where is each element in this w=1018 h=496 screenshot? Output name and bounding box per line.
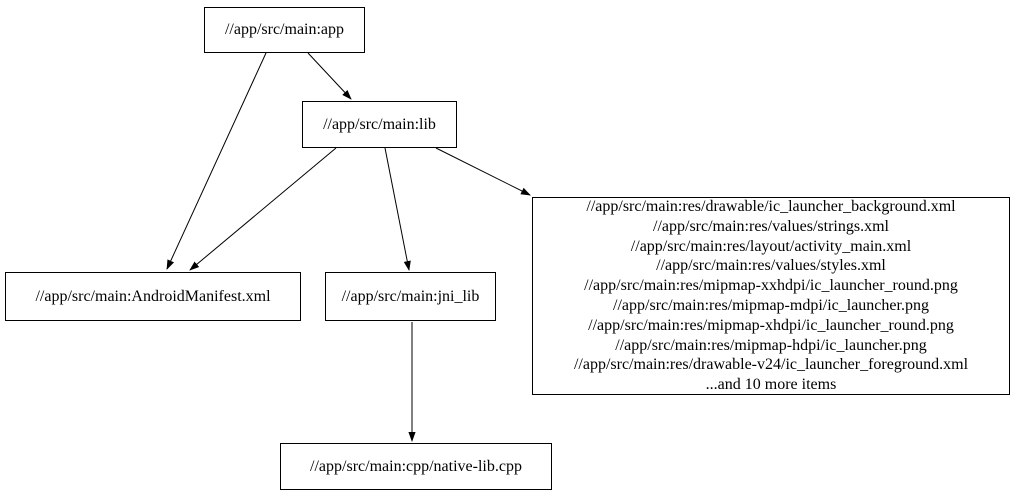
edge-app-to-lib xyxy=(307,52,352,100)
node-label: //app/src/main:cpp/native-lib.cpp xyxy=(310,457,522,475)
node-app-target: //app/src/main:app xyxy=(204,7,365,53)
edge-lib-to-jni-lib xyxy=(384,147,411,271)
resource-line: //app/src/main:res/drawable-v24/ic_launc… xyxy=(573,356,969,374)
resource-line: ...and 10 more items xyxy=(705,376,837,394)
node-label: //app/src/main:jni_lib xyxy=(341,287,480,305)
edge-app-to-manifest xyxy=(166,52,267,270)
node-jni-lib-target: //app/src/main:jni_lib xyxy=(325,272,496,321)
resource-line: //app/src/main:res/values/strings.xml xyxy=(653,217,889,235)
edge-lib-to-resources xyxy=(435,147,531,196)
resource-line: //app/src/main:res/mipmap-xhdpi/ic_launc… xyxy=(588,316,954,334)
resource-line: //app/src/main:res/mipmap-hdpi/ic_launch… xyxy=(615,336,927,354)
resource-line: //app/src/main:res/mipmap-mdpi/ic_launch… xyxy=(613,297,929,314)
edge-lib-to-manifest xyxy=(189,147,337,271)
node-label: //app/src/main:AndroidManifest.xml xyxy=(35,287,271,305)
node-lib-target: //app/src/main:lib xyxy=(302,101,457,148)
node-label: //app/src/main:lib xyxy=(323,115,436,133)
resource-line: //app/src/main:res/values/styles.xml xyxy=(656,257,886,275)
node-native-lib-cpp: //app/src/main:cpp/native-lib.cpp xyxy=(280,443,552,490)
node-resources-group: //app/src/main:res/drawable/ic_launcher_… xyxy=(532,197,1010,395)
resource-line: //app/src/main:res/mipmap-xxhdpi/ic_laun… xyxy=(584,277,958,295)
resource-line: //app/src/main:res/layout/activity_main.… xyxy=(630,237,912,255)
node-android-manifest: //app/src/main:AndroidManifest.xml xyxy=(5,272,301,321)
node-label: //app/src/main:app xyxy=(224,21,345,39)
resource-line: //app/src/main:res/drawable/ic_launcher_… xyxy=(586,198,956,216)
